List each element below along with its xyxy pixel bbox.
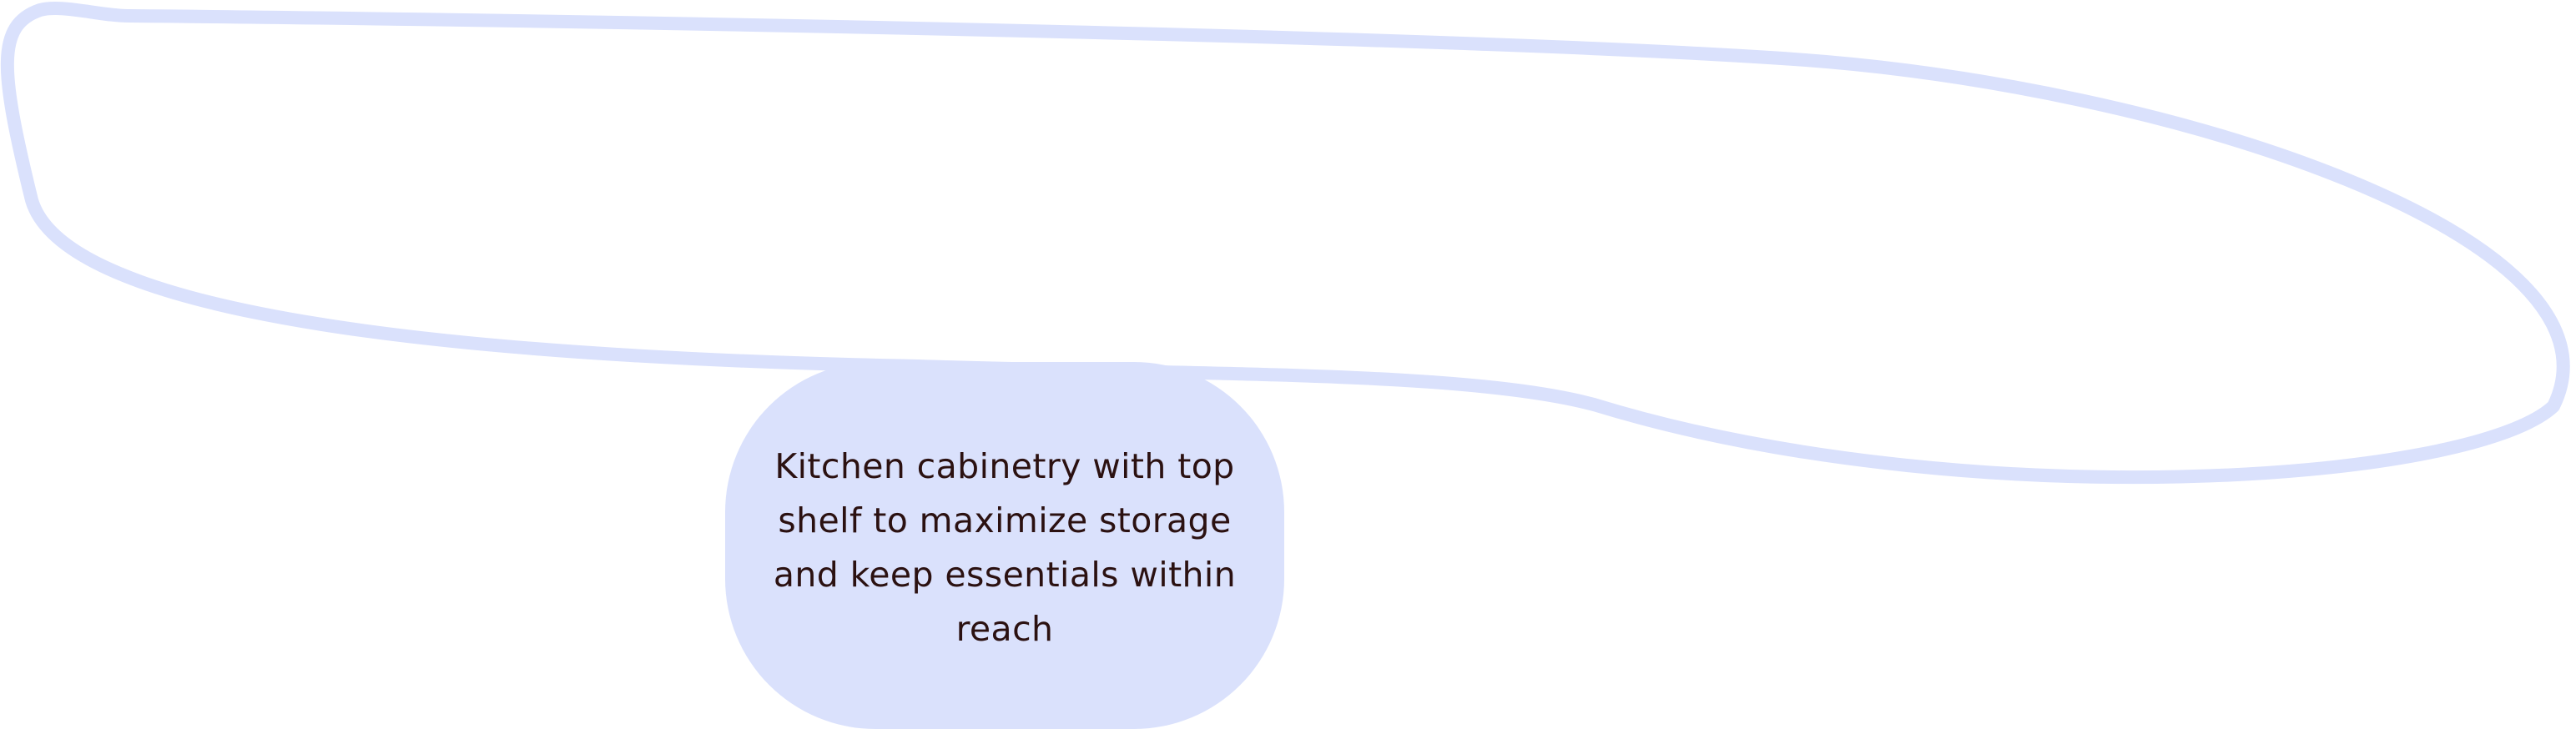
caption-bubble: Kitchen cabinetry with top shelf to maxi… (725, 362, 1284, 729)
outline-path (0, 2, 2570, 485)
caption-text: Kitchen cabinetry with top shelf to maxi… (773, 446, 1237, 649)
